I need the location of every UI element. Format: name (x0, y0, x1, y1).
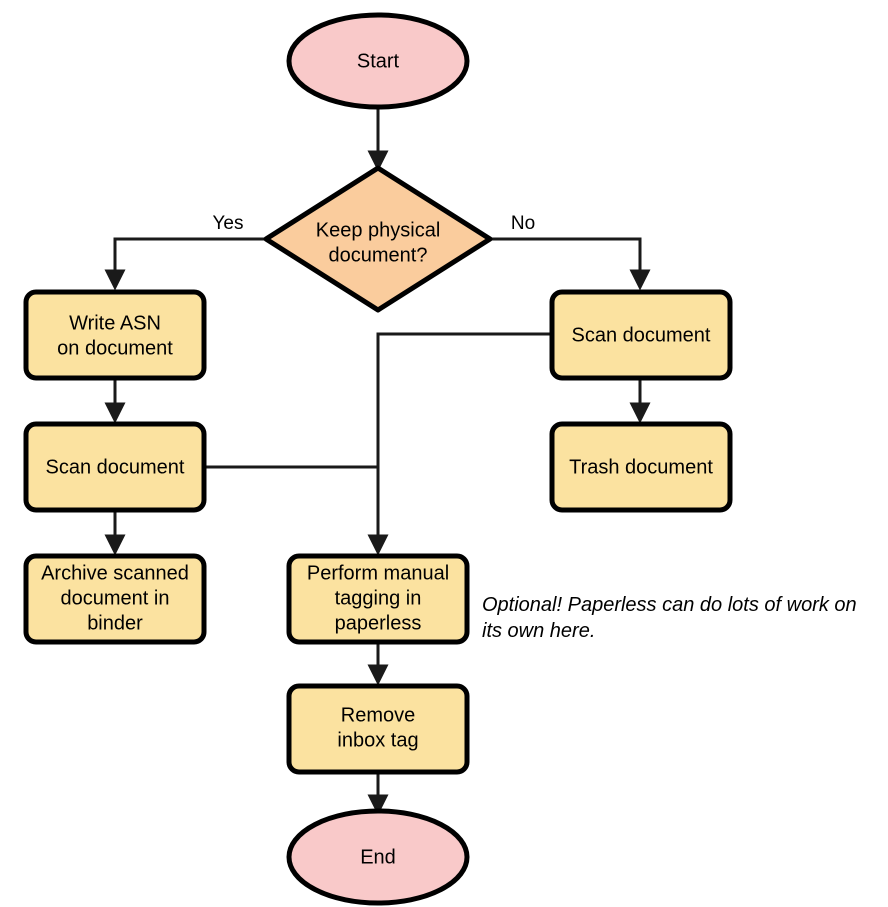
edge-decision-no-to-scan-right (490, 237, 651, 291)
note-line2: its own here. (482, 620, 595, 642)
node-perform-manual-tagging[interactable]: Perform manual tagging in paperless (286, 553, 470, 645)
edge-scan-right-to-tagging (367, 332, 552, 556)
node-archive-scanned-document[interactable]: Archive scanned document in binder (23, 553, 207, 645)
remove-inbox-label-line1: Remove (341, 704, 415, 726)
annotation-note: Optional! Paperless can do lots of work … (482, 594, 857, 642)
archive-box-shape (23, 553, 207, 645)
decision-label-line2: document? (329, 244, 428, 266)
decision-label-line1: Keep physical (316, 219, 441, 241)
node-start[interactable]: Start (286, 12, 470, 110)
end-ellipse-shape (286, 808, 470, 906)
write-asn-label-line1: Write ASN (69, 312, 161, 334)
scan-right-box-shape (549, 289, 733, 381)
archive-label-line2: document in (61, 587, 170, 609)
edge-label-yes: Yes (213, 213, 244, 234)
remove-inbox-box-shape (286, 683, 470, 775)
node-remove-inbox-tag[interactable]: Remove inbox tag (286, 683, 470, 775)
remove-inbox-label-line2: inbox tag (337, 729, 418, 751)
scan-right-label: Scan document (572, 324, 711, 346)
write-asn-label-line2: on document (57, 337, 173, 359)
tagging-label-line2: tagging in (335, 587, 422, 609)
scan-left-box-shape (23, 421, 207, 513)
decision-diamond-shape (263, 165, 493, 313)
tagging-label-line1: Perform manual (307, 562, 449, 584)
node-decision[interactable]: Keep physical document? (263, 165, 493, 313)
node-write-asn[interactable]: Write ASN on document (23, 289, 207, 381)
tagging-label-line3: paperless (335, 612, 422, 634)
scan-left-label: Scan document (46, 456, 185, 478)
node-scan-document-left[interactable]: Scan document (23, 421, 207, 513)
tagging-box-shape (286, 553, 470, 645)
trash-box-shape (549, 421, 733, 513)
archive-label-line3: binder (87, 612, 143, 634)
end-label: End (360, 846, 396, 868)
edge-label-no: No (511, 213, 535, 234)
edge-decision-yes-to-write-asn (104, 237, 266, 291)
archive-label-line1: Archive scanned (41, 562, 189, 584)
node-scan-document-right[interactable]: Scan document (549, 289, 733, 381)
start-label: Start (357, 50, 400, 72)
start-ellipse-shape (286, 12, 470, 110)
connector-layer (104, 104, 651, 816)
write-asn-box-shape (23, 289, 207, 381)
node-end[interactable]: End (286, 808, 470, 906)
trash-label: Trash document (569, 456, 713, 478)
node-trash-document[interactable]: Trash document (549, 421, 733, 513)
note-line1: Optional! Paperless can do lots of work … (482, 594, 857, 616)
